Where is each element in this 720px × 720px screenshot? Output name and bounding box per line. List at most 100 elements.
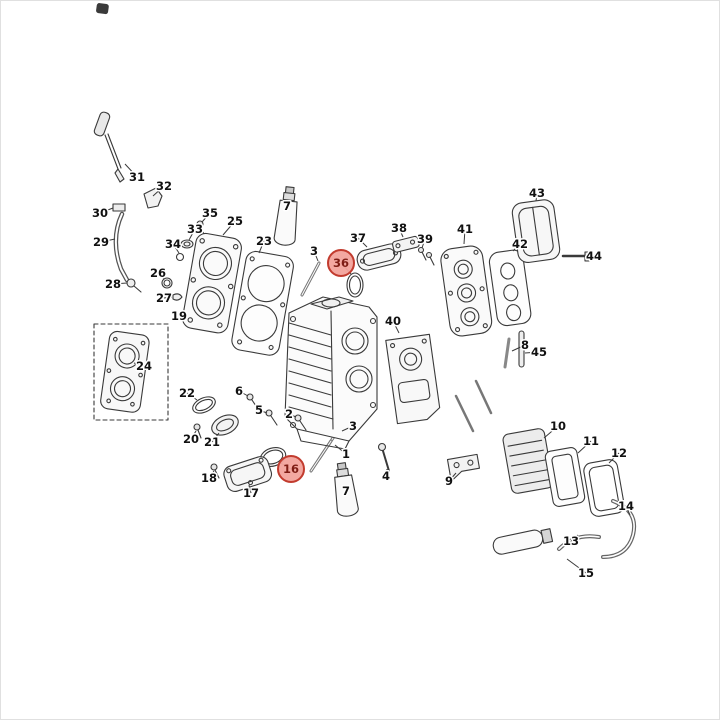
callout-26[interactable]: 26 — [148, 265, 167, 282]
callout-16-highlighted[interactable]: 16 — [277, 455, 305, 483]
leader-line-11 — [577, 440, 592, 454]
leader-line-3-bottom — [341, 425, 354, 432]
callout-28[interactable]: 28 — [103, 276, 128, 293]
leader-line-23 — [258, 240, 265, 254]
callout-14[interactable]: 14 — [616, 498, 636, 516]
leader-line-5 — [258, 409, 268, 414]
callout-label-7-bottom: 7 — [342, 484, 350, 498]
part-studs-misc — [454, 379, 493, 433]
callout-13[interactable]: 13 — [561, 533, 580, 550]
leader-line-30 — [99, 207, 114, 214]
callout-4[interactable]: 4 — [380, 468, 391, 485]
callout-label-4: 4 — [382, 469, 390, 483]
highlight-circle-16[interactable] — [277, 455, 305, 483]
callout-42[interactable]: 42 — [510, 236, 529, 253]
part-fitting-28 — [126, 278, 142, 293]
part-cylinder-head-25 — [182, 232, 242, 334]
part-bolt-2 — [294, 414, 307, 431]
leader-line-28 — [112, 282, 128, 285]
callout-37[interactable]: 37 — [348, 230, 368, 248]
callout-45[interactable]: 45 — [524, 344, 549, 361]
leader-line-13 — [570, 534, 579, 542]
leader-line-12 — [608, 452, 620, 464]
callout-label-8: 8 — [521, 338, 529, 352]
callout-11[interactable]: 11 — [577, 433, 601, 454]
callout-31[interactable]: 31 — [124, 163, 147, 186]
callout-3-bottom[interactable]: 3 — [341, 418, 359, 435]
leader-line-32 — [152, 185, 165, 197]
leader-line-42 — [512, 243, 521, 252]
callout-2[interactable]: 2 — [283, 406, 297, 423]
leader-line-29 — [100, 238, 116, 243]
callout-18[interactable]: 18 — [199, 470, 218, 487]
part-stud-3-top — [300, 261, 321, 297]
part-oring-22 — [192, 396, 216, 414]
callout-label-34: 34 — [165, 237, 181, 251]
callout-22[interactable]: 22 — [177, 385, 198, 402]
leader-line-10 — [543, 425, 559, 439]
part-housing-40 — [385, 333, 441, 425]
callout-17[interactable]: 17 — [241, 485, 260, 502]
callout-33[interactable]: 33 — [185, 221, 205, 241]
callout-1[interactable]: 1 — [334, 444, 352, 463]
leader-line-18 — [208, 470, 215, 479]
callout-15[interactable]: 15 — [566, 558, 596, 582]
callout-label-23: 23 — [256, 234, 272, 248]
callout-29[interactable]: 29 — [91, 234, 116, 251]
callout-39[interactable]: 39 — [415, 231, 435, 249]
part-gasket-42 — [488, 249, 532, 327]
part-screw-20 — [193, 423, 202, 439]
callout-34[interactable]: 34 — [163, 236, 183, 254]
callout-43[interactable]: 43 — [527, 185, 546, 202]
callout-40[interactable]: 40 — [383, 313, 403, 334]
callout-8[interactable]: 8 — [511, 337, 531, 354]
callout-6[interactable]: 6 — [233, 383, 249, 400]
callout-19[interactable]: 19 — [169, 308, 188, 325]
callout-20[interactable]: 20 — [181, 431, 200, 448]
callout-label-5: 5 — [255, 403, 263, 417]
callout-label-21: 21 — [204, 435, 220, 449]
callout-38[interactable]: 38 — [389, 220, 409, 238]
callout-32[interactable]: 32 — [152, 178, 174, 197]
part-pin-45 — [518, 330, 525, 368]
callout-21[interactable]: 21 — [202, 432, 222, 451]
part-bolt-5 — [265, 409, 278, 426]
callout-23[interactable]: 23 — [254, 233, 274, 254]
callout-10[interactable]: 10 — [543, 418, 568, 439]
callout-44[interactable]: 44 — [584, 248, 603, 265]
callout-27[interactable]: 27 — [154, 290, 173, 307]
callout-label-44: 44 — [586, 249, 602, 263]
part-grommet-33 — [180, 239, 194, 249]
callout-7-bottom[interactable]: 7 — [340, 483, 351, 500]
callout-36-highlighted[interactable]: 36 — [327, 249, 355, 277]
part-washer-34 — [175, 252, 185, 262]
part-cover-21 — [211, 414, 239, 436]
callout-41[interactable]: 41 — [455, 221, 475, 245]
callout-30[interactable]: 30 — [90, 205, 114, 222]
callout-25[interactable]: 25 — [222, 213, 245, 236]
leader-line-2 — [288, 413, 297, 418]
part-oring-36 — [346, 272, 364, 298]
callout-35[interactable]: 35 — [200, 205, 220, 223]
callout-3-top[interactable]: 3 — [308, 243, 320, 262]
callout-9[interactable]: 9 — [443, 473, 457, 490]
callout-label-39: 39 — [417, 232, 433, 246]
part-seal-14 — [601, 499, 636, 559]
callout-24[interactable]: 24 — [133, 358, 154, 375]
callout-5[interactable]: 5 — [253, 402, 268, 419]
callout-12[interactable]: 12 — [608, 445, 629, 464]
callout-label-3-top: 3 — [310, 244, 318, 258]
part-clamp-30 — [112, 203, 126, 212]
callout-label-1: 1 — [342, 447, 350, 461]
leader-line-45 — [524, 351, 540, 354]
callout-label-7-top: 7 — [283, 199, 291, 213]
leader-line-1 — [334, 444, 347, 455]
callout-label-36: 36 — [333, 256, 349, 270]
leader-line-24 — [133, 362, 145, 367]
highlight-circle-36[interactable] — [327, 249, 355, 277]
callout-label-16: 16 — [283, 462, 299, 476]
part-gasket-11 — [544, 447, 586, 507]
callout-7-top[interactable]: 7 — [281, 198, 292, 215]
part-exhaust-plate-41 — [440, 245, 493, 337]
